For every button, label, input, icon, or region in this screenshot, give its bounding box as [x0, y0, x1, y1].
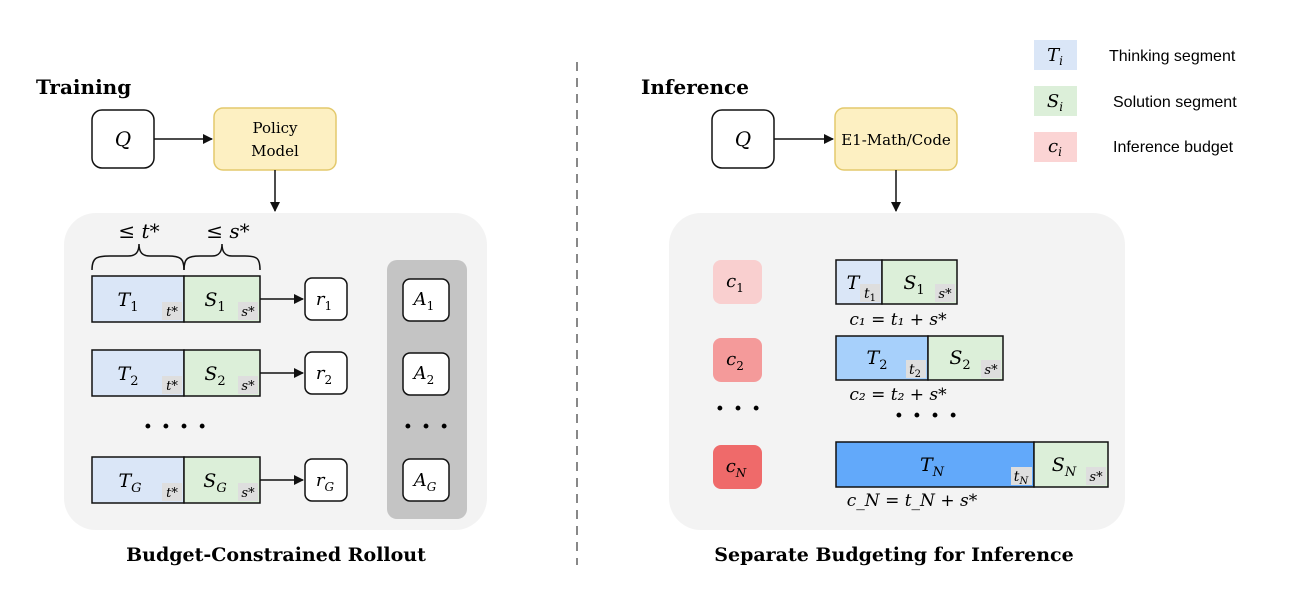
- inference-row: TN tN SN s* c_N = t_N + s*: [835, 441, 1109, 511]
- reward-box: [304, 351, 348, 395]
- legend-label: Inference budget: [1113, 139, 1234, 156]
- advantage-box: [402, 458, 450, 502]
- solution-segment-label: SN: [1052, 454, 1077, 480]
- solution-budget-mark: s*: [241, 486, 255, 501]
- thinking-budget-tag: [162, 376, 182, 394]
- thinking-segment-label: T: [847, 272, 861, 294]
- policy-model-box: [213, 107, 337, 171]
- thinking-budget-mark: t*: [166, 486, 178, 501]
- legend: Ti Thinking segment Si Solution segment …: [1034, 40, 1237, 162]
- advantage-box: [402, 352, 450, 396]
- brace-solution-label: ≤ s*: [206, 219, 249, 243]
- thinking-budget-tag: [1011, 467, 1032, 485]
- legend-symbol: ci: [1048, 136, 1062, 159]
- e1-model-label: E1-Math/Code: [841, 131, 951, 149]
- reward-box: [304, 458, 348, 502]
- thinking-segment: [835, 335, 929, 381]
- thinking-budget-tag: [162, 302, 182, 320]
- solution-segment-label: S1: [903, 272, 924, 298]
- thinking-budget-mark: tN: [1014, 469, 1030, 487]
- thinking-segment-label: T1: [118, 289, 139, 315]
- legend-swatch-solution: [1034, 86, 1077, 116]
- budget-badge-label: c2: [726, 349, 744, 373]
- solution-budget-mark: s*: [241, 305, 255, 320]
- budget-badge-label: c1: [726, 271, 744, 295]
- legend-label: Thinking segment: [1109, 48, 1236, 65]
- training-caption: Budget-Constrained Rollout: [126, 544, 426, 566]
- budget-equation: c₂ = t₂ + s*: [849, 385, 947, 405]
- solution-segment-label: S2: [949, 347, 970, 373]
- inference-query-label: Q: [735, 127, 751, 151]
- solution-segment-label: S1: [204, 289, 225, 315]
- advantage-ellipsis: · · ·: [403, 412, 448, 442]
- thinking-budget-mark: t2: [909, 362, 921, 380]
- thinking-segment-label: TN: [920, 454, 945, 480]
- budget-badge: [713, 260, 762, 304]
- advantage-label: A2: [412, 363, 435, 387]
- solution-budget-mark: s*: [1089, 470, 1103, 485]
- legend-swatch-budget: [1034, 132, 1077, 162]
- policy-model-label-line2: Model: [251, 142, 299, 160]
- thinking-budget-tag: [162, 483, 182, 501]
- thinking-budget-tag: [860, 284, 880, 302]
- solution-budget-tag: [1086, 467, 1106, 485]
- training-row: T1 t* S1 s* r1 A1: [91, 275, 450, 323]
- budget-badge: [713, 338, 762, 382]
- inference-row: T2 t2 S2 s* c₂ = t₂ + s*: [835, 335, 1004, 405]
- policy-model-label-line1: Policy: [253, 119, 299, 137]
- legend-swatch-thinking: [1034, 40, 1077, 70]
- reward-label: r1: [316, 289, 332, 313]
- thinking-segment-label: T2: [118, 363, 139, 389]
- inference-rows-ellipsis: · · · ·: [894, 401, 957, 431]
- thinking-budget-mark: t1: [864, 286, 876, 304]
- advantage-label: A1: [412, 289, 435, 313]
- training-row: TG t* SG s* rG AG: [91, 456, 450, 504]
- solution-budget-tag: [981, 360, 1001, 378]
- budget-equation: c₁ = t₁ + s*: [849, 310, 947, 330]
- solution-budget-tag: [238, 302, 258, 320]
- budget-equation: c_N = t_N + s*: [847, 491, 978, 511]
- inference-row: T t1 S1 s* c₁ = t₁ + s*: [835, 259, 958, 330]
- legend-symbol: Ti: [1047, 45, 1063, 68]
- training-row: T2 t* S2 s* r2 A2: [91, 349, 450, 397]
- training-query-label: Q: [115, 127, 131, 151]
- solution-budget-mark: s*: [938, 287, 952, 302]
- inference-heading: Inference: [641, 75, 749, 99]
- inference-caption: Separate Budgeting for Inference: [714, 544, 1073, 566]
- solution-budget-tag: [935, 284, 955, 302]
- reward-label: r2: [316, 363, 332, 387]
- thinking-budget-tag: [906, 360, 926, 378]
- solution-segment-label: SG: [203, 470, 226, 496]
- budget-badge-label: cN: [726, 456, 747, 480]
- advantage-label: AG: [412, 470, 437, 494]
- training-heading: Training: [36, 75, 131, 99]
- thinking-budget-mark: t*: [166, 379, 178, 394]
- reward-box: [304, 277, 348, 321]
- reward-label: rG: [316, 470, 335, 494]
- thinking-budget-mark: t*: [166, 305, 178, 320]
- budget-badge: [713, 445, 762, 489]
- solution-budget-tag: [238, 376, 258, 394]
- solution-budget-mark: s*: [241, 379, 255, 394]
- brace-thinking-label: ≤ t*: [118, 219, 159, 243]
- advantage-box: [402, 278, 450, 322]
- thinking-segment: [835, 441, 1035, 488]
- legend-symbol: Si: [1047, 91, 1063, 114]
- training-rows-ellipsis: · · · ·: [143, 412, 206, 442]
- brace-thinking: [91, 243, 185, 271]
- brace-solution: [183, 243, 261, 271]
- thinking-segment-label: TG: [118, 470, 141, 496]
- budget-ellipsis: · · ·: [715, 394, 760, 424]
- solution-budget-tag: [238, 483, 258, 501]
- legend-label: Solution segment: [1113, 94, 1237, 111]
- solution-budget-mark: s*: [984, 363, 998, 378]
- thinking-segment-label: T2: [867, 347, 888, 373]
- solution-segment-label: S2: [204, 363, 225, 389]
